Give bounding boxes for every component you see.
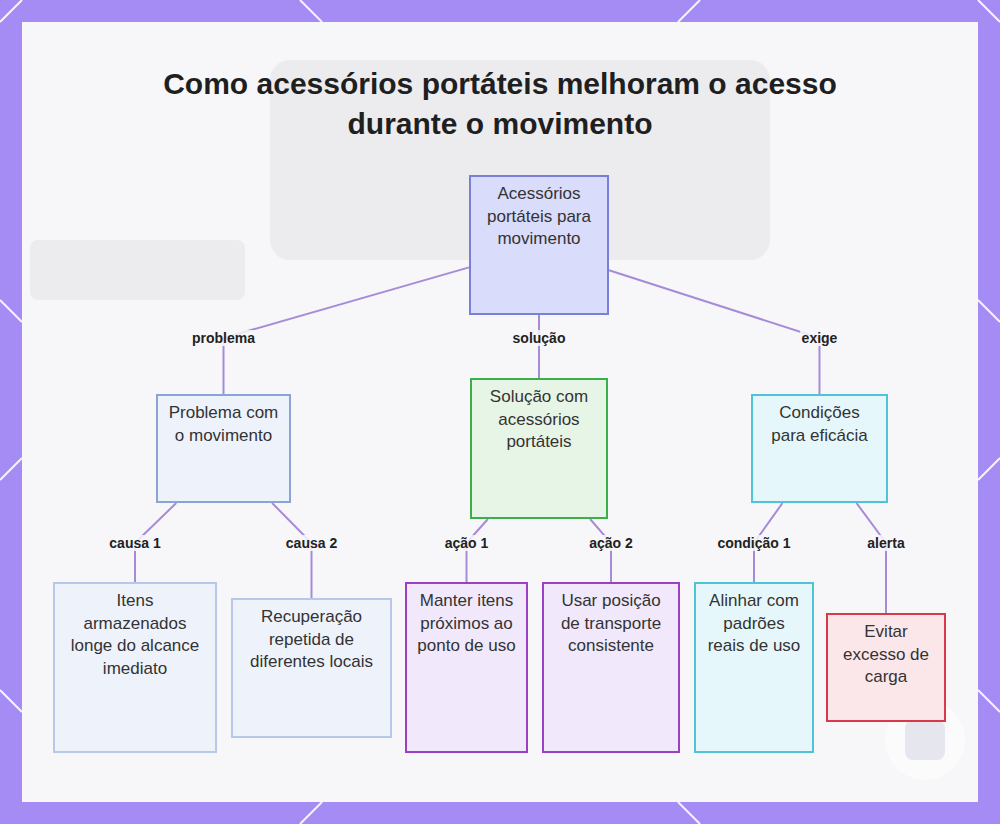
diagram-title: Como acessórios portáteis melhoram o ace… <box>150 64 850 144</box>
node-text: Condições para eficácia <box>761 402 878 447</box>
edge-label: condição 1 <box>715 535 792 551</box>
node-text: Usar posição de transporte consistente <box>552 590 670 658</box>
edge-label: causa 1 <box>107 535 162 551</box>
connector-line <box>856 503 886 613</box>
edge-label: ação 1 <box>443 535 491 551</box>
edge-label: ação 2 <box>587 535 635 551</box>
edge-label: exige <box>800 330 840 346</box>
node-text: Manter itens próximos ao ponto de uso <box>415 590 518 658</box>
concept-box: Acessórios portáteis para movimento <box>469 175 609 315</box>
edge-label: problema <box>190 330 257 346</box>
edge-label: alerta <box>865 535 906 551</box>
concept-box: Itens armazenados longe do alcance imedi… <box>53 582 217 753</box>
concept-box: Solução com acessórios portáteis <box>470 378 608 519</box>
node-text: Problema com o movimento <box>166 402 281 447</box>
concept-box: Problema com o movimento <box>156 394 291 503</box>
node-text: Acessórios portáteis para movimento <box>479 183 599 251</box>
node-text: Itens armazenados longe do alcance imedi… <box>63 590 207 680</box>
connector-line <box>609 270 820 394</box>
node-text: Evitar excesso de carga <box>836 621 936 689</box>
concept-box: Evitar excesso de carga <box>826 613 946 722</box>
concept-box: Recuperação repetida de diferentes locai… <box>231 598 392 738</box>
concept-box: Alinhar com padrões reais de uso <box>694 582 814 753</box>
node-text: Recuperação repetida de diferentes locai… <box>241 606 382 674</box>
concept-box: Usar posição de transporte consistente <box>542 582 680 753</box>
connector-line <box>224 267 470 394</box>
concept-box: Manter itens próximos ao ponto de uso <box>405 582 528 753</box>
concept-box: Condições para eficácia <box>751 394 888 503</box>
node-text: Alinhar com padrões reais de uso <box>704 590 804 658</box>
node-text: Solução com acessórios portáteis <box>480 386 598 454</box>
connector-line <box>539 315 540 378</box>
edge-label: solução <box>511 330 568 346</box>
edge-label: causa 2 <box>284 535 339 551</box>
